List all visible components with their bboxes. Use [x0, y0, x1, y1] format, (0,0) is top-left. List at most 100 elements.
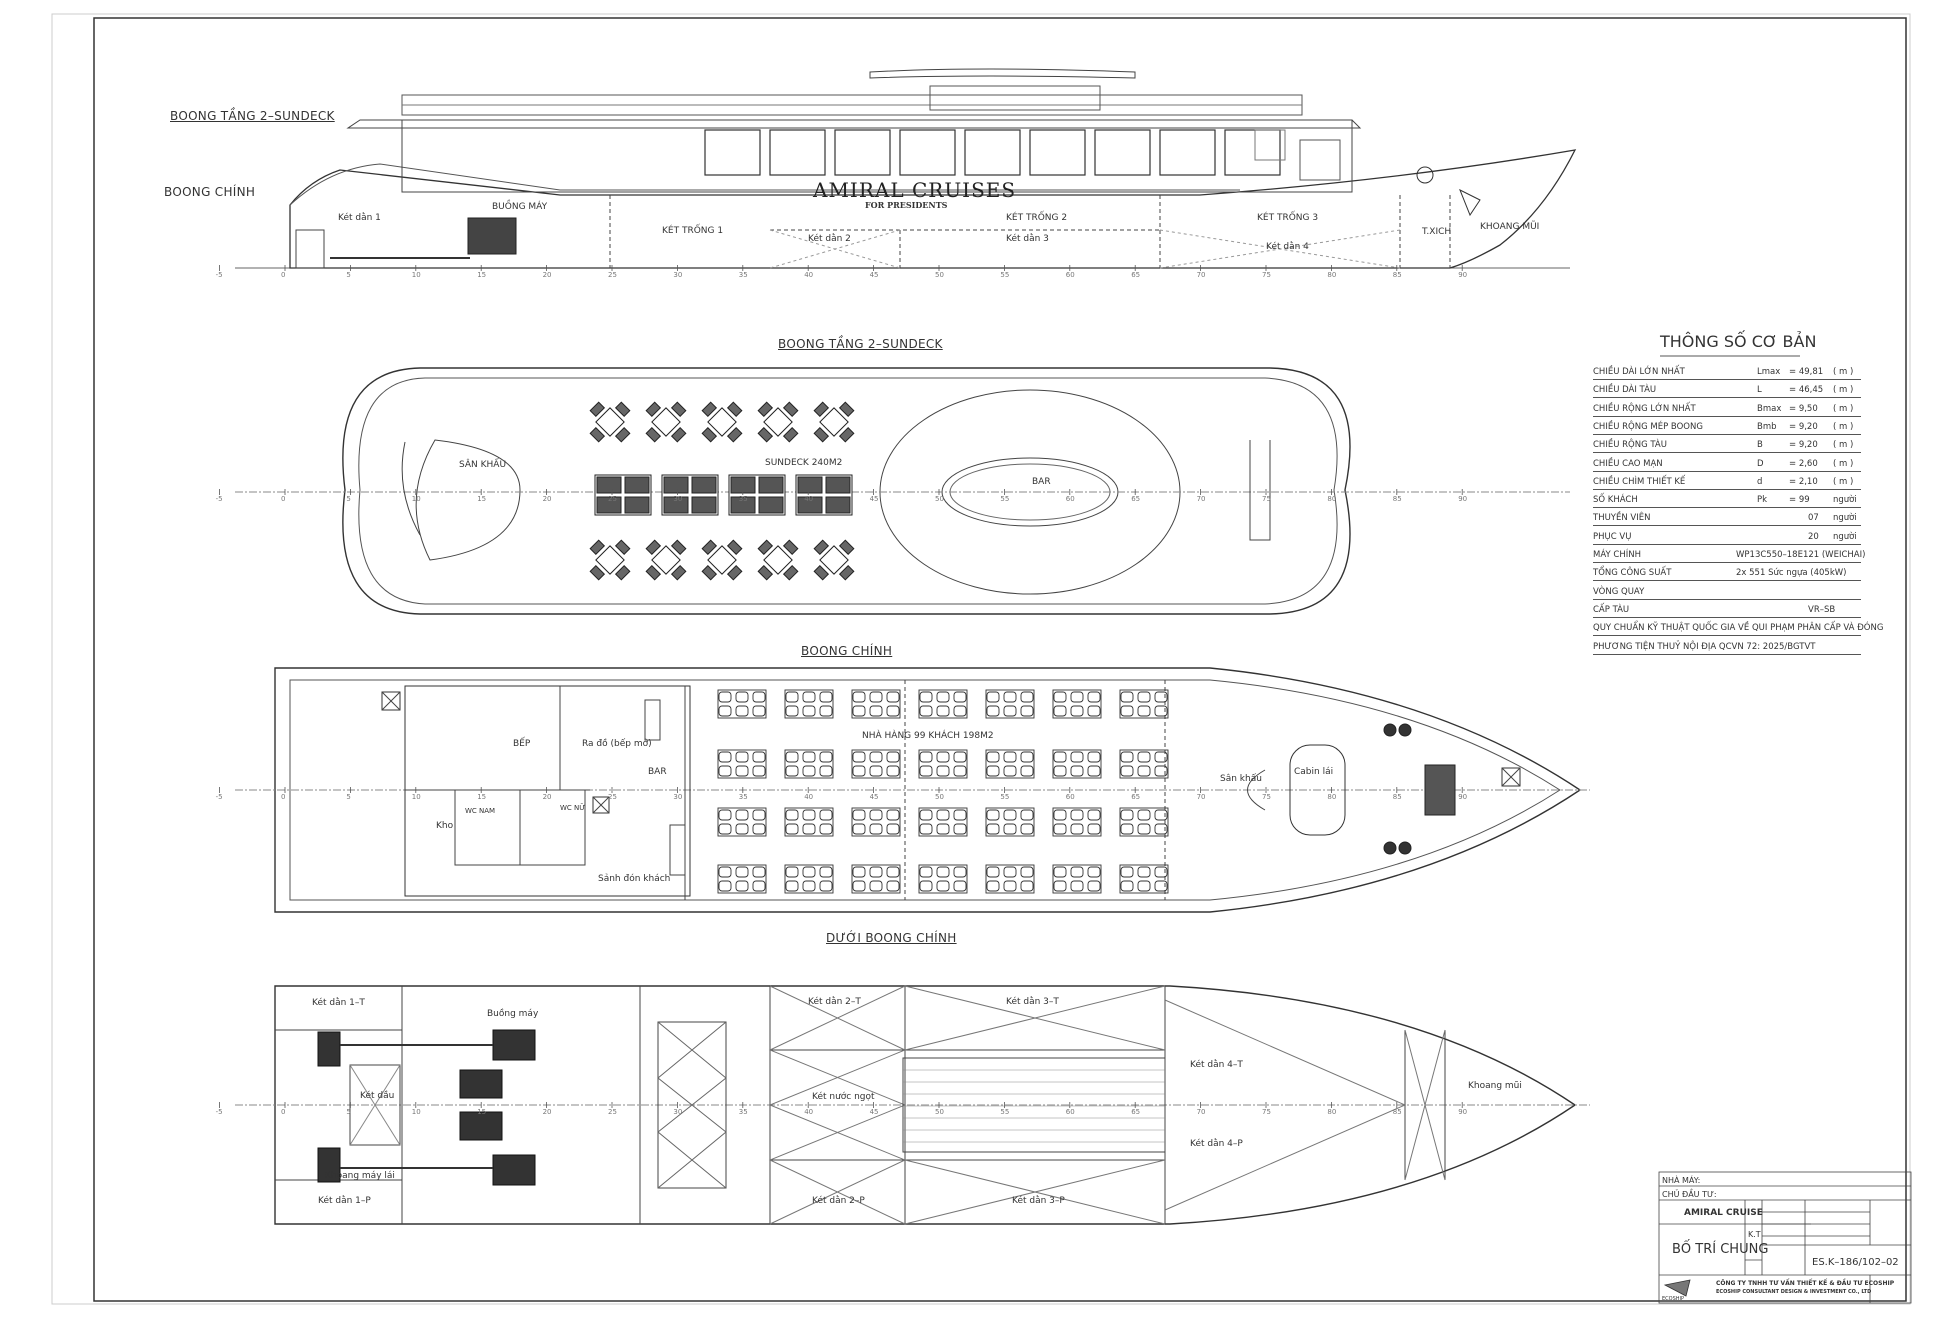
spec-value: = 46,45 [1789, 385, 1824, 396]
chair [1053, 705, 1067, 717]
chair [936, 823, 950, 835]
restaurant-table [985, 689, 1035, 719]
spec-symbol: Pk [1757, 495, 1768, 506]
chair [718, 809, 732, 821]
chair [802, 765, 816, 777]
chair [718, 751, 732, 763]
frame-tick-label: 35 [738, 793, 748, 801]
frame-tick-label: 25 [608, 271, 617, 279]
chair [919, 809, 933, 821]
chair [1120, 823, 1134, 835]
restaurant-table [717, 689, 767, 719]
spec-name: CHIỀU DÀI TÀU [1593, 385, 1657, 396]
profile-void-1: KÉT TRỐNG 1 [662, 226, 724, 236]
tb-company-en: ECOSHIP CONSULTANT DESIGN & INVESTMENT C… [1716, 1289, 1872, 1295]
chair [1020, 823, 1034, 835]
chair [802, 866, 816, 878]
frame-tick-label: 0 [281, 793, 286, 801]
main-bar: BAR [648, 767, 667, 777]
chair [869, 751, 883, 763]
frame-tick-label: 5 [346, 1108, 351, 1116]
sundeck-stage: SÂN KHẤU [459, 460, 507, 470]
chair [1087, 765, 1101, 777]
frame-tick-label: 75 [1262, 1108, 1271, 1116]
chair [1087, 809, 1101, 821]
frame-tick-label: 60 [1065, 793, 1075, 801]
main-deck-title: BOONG CHÍNH [801, 644, 893, 658]
frame-tick-label: 80 [1327, 495, 1337, 503]
frame-tick-label: 85 [1392, 271, 1402, 279]
chair [1137, 809, 1151, 821]
chair [802, 809, 816, 821]
frame-tick-label: 65 [1131, 793, 1141, 801]
spec-name: CHIỀU CHÌM THIẾT KẾ [1593, 476, 1686, 487]
restaurant-table [1052, 749, 1102, 779]
frame-tick-label: 70 [1196, 495, 1206, 503]
frame-tick-label: 15 [477, 495, 487, 503]
sundeck-area: SUNDECK 240M2 [765, 458, 843, 468]
frame-tick-label: 75 [1262, 495, 1271, 503]
chair [936, 880, 950, 892]
chair [886, 866, 900, 878]
chair [852, 751, 866, 763]
spec-value: = 49,81 [1789, 367, 1824, 377]
chair [1053, 823, 1067, 835]
chair [1053, 765, 1067, 777]
sundeck-plan [235, 367, 1570, 615]
chair [1137, 765, 1151, 777]
profile-view [235, 68, 1577, 269]
below-deck-title: DƯỚI BOONG CHÍNH [826, 931, 957, 945]
frame-tick-label: 90 [1458, 271, 1468, 279]
frame-tick-label: 50 [935, 1108, 944, 1116]
chair [1003, 809, 1017, 821]
chair [802, 691, 816, 703]
restaurant-table [1052, 689, 1102, 719]
frame-tick-label: 70 [1196, 1108, 1206, 1116]
frame-tick-label: 80 [1327, 793, 1337, 801]
frame-tick-label: 50 [935, 271, 944, 279]
chair [953, 823, 967, 835]
frame-tick-label: 70 [1196, 271, 1206, 279]
chair [752, 880, 766, 892]
below-fuel-tank: Két dầu [360, 1091, 395, 1101]
main-wheelhouse: Cabin lái [1294, 767, 1334, 777]
spec-name: CHIỀU RỘNG TÀU [1593, 440, 1667, 451]
restaurant-table [918, 689, 968, 719]
restaurant-table [851, 807, 901, 837]
profile-void-2: KÉT TRỐNG 2 [1006, 213, 1068, 223]
chair [953, 705, 967, 717]
spec-name: PHỤC VỤ [1593, 531, 1632, 542]
frame-tick-label: 25 [608, 495, 617, 503]
frame-tick-label: 45 [869, 1108, 879, 1116]
chair [785, 765, 799, 777]
chair [735, 823, 749, 835]
chair [1154, 809, 1168, 821]
frame-tick-label: 75 [1262, 271, 1271, 279]
chair [735, 765, 749, 777]
profile-ballast-2: Két dằn 2 [808, 234, 851, 244]
spec-value: = 99 [1789, 495, 1810, 506]
chair [752, 823, 766, 835]
frame-tick-label: 30 [673, 495, 683, 503]
restaurant-table [784, 807, 834, 837]
spec-value: 20 [1808, 531, 1819, 542]
frame-tick-label: 40 [804, 495, 814, 503]
chair [752, 765, 766, 777]
chair [1137, 880, 1151, 892]
main-deck-plan [235, 667, 1590, 913]
chair [1070, 823, 1084, 835]
frame-tick-label: 40 [804, 1108, 814, 1116]
chair [1053, 866, 1067, 878]
chair [886, 880, 900, 892]
main-wc-men: WC NAM [465, 807, 496, 815]
spec-symbol: B [1757, 440, 1763, 451]
frame-tick-label: 0 [281, 1108, 286, 1116]
